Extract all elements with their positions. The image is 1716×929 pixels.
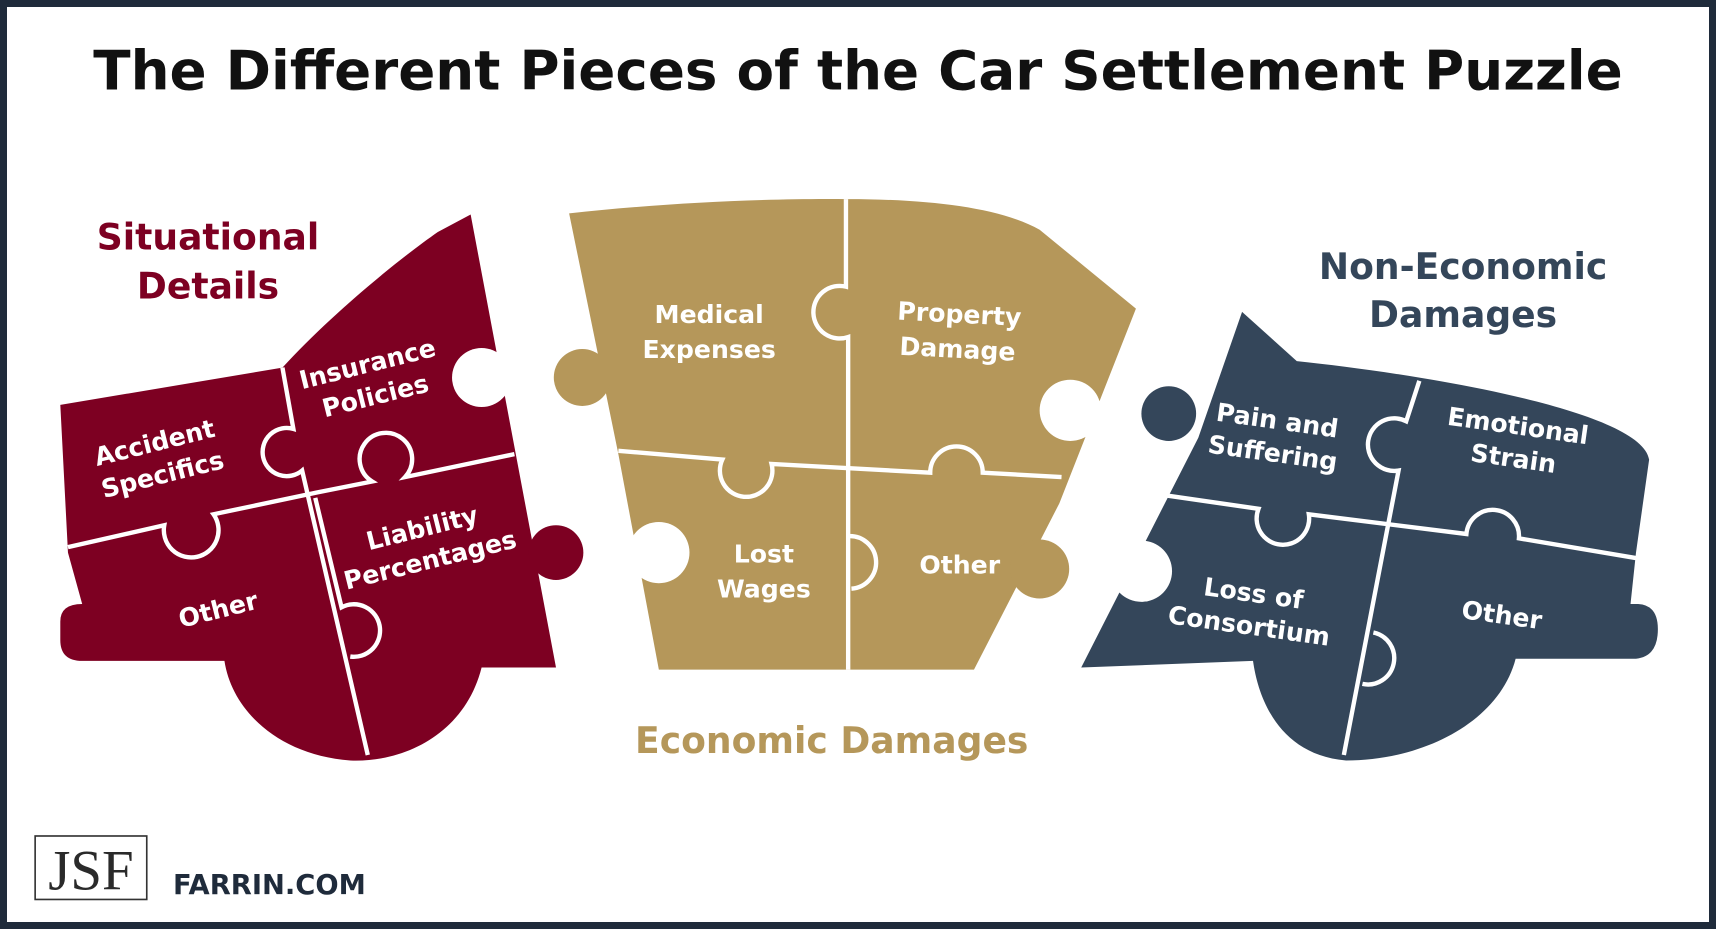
non-economic-label-2: Damages (1369, 293, 1557, 336)
site-url: FARRIN.COM (173, 870, 366, 901)
economic-puzzle: Economic Damages Medical Expenses Proper… (553, 199, 1136, 762)
piece-medical-expenses: Medical (655, 300, 764, 329)
footer-logo: JSF FARRIN.COM (34, 835, 366, 903)
piece-lost-wages-2: Wages (717, 574, 811, 603)
non-economic-label: Non-Economic (1319, 245, 1607, 288)
non-economic-puzzle: Non-Economic Damages Pain and Suffering … (1081, 245, 1658, 761)
piece-lost-wages: Lost (734, 539, 794, 568)
piece-medical-expenses-2: Expenses (642, 335, 775, 364)
economic-label: Economic Damages (635, 719, 1028, 762)
piece-property-damage-2: Damage (899, 332, 1016, 367)
page-title: The Different Pieces of the Car Settleme… (93, 39, 1622, 103)
jsf-logo: JSF (48, 840, 133, 903)
situational-label-2: Details (137, 265, 279, 308)
piece-economic-other: Other (919, 550, 1000, 579)
situational-puzzle: Situational Details Insurance Policies A… (60, 214, 584, 761)
piece-property-damage: Property (897, 297, 1022, 332)
situational-label: Situational (97, 215, 320, 258)
